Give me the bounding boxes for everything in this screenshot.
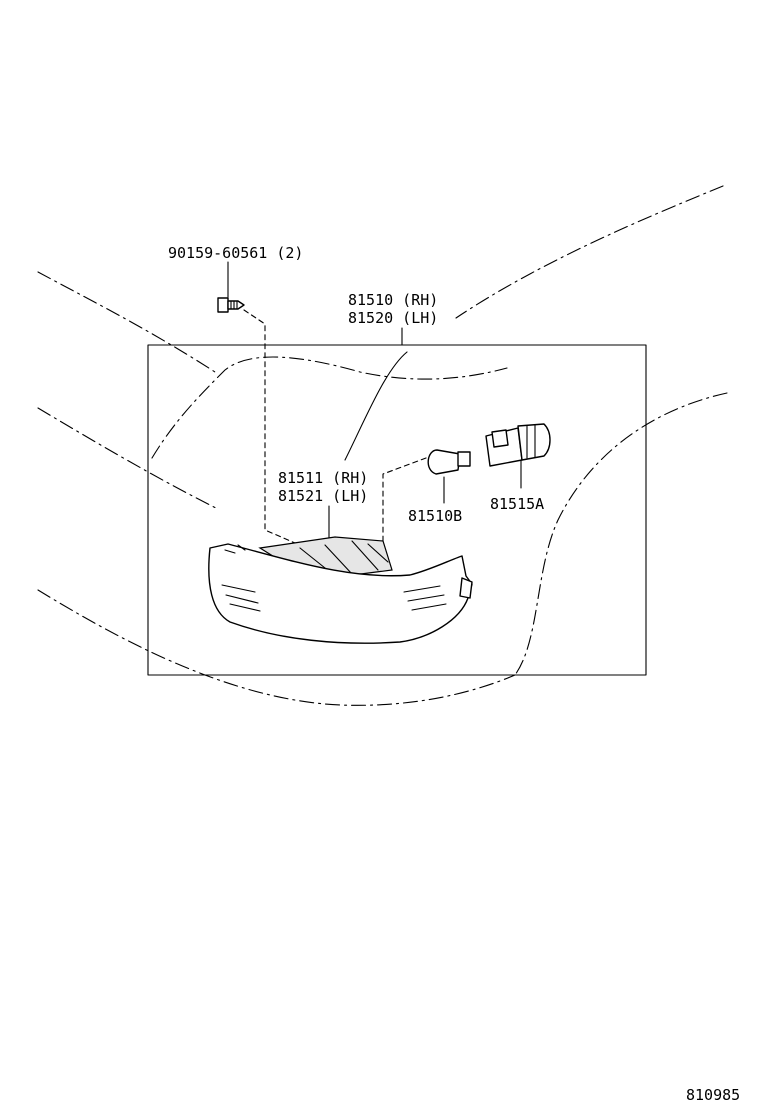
callout-bulb: 81510B [408,507,462,525]
lamp-lens-icon [208,536,473,644]
screw-icon [217,297,245,313]
callout-labels: 90159-60561 (2) 81510 (RH) 81520 (LH) 81… [168,244,740,1104]
callout-lens-lh: 81521 (LH) [278,487,368,505]
assembly-frame [147,344,647,676]
body-contour-lines [37,185,728,706]
callout-assy-rh: 81510 (RH) [348,291,438,309]
callout-assy-lh: 81520 (LH) [348,309,438,327]
leader-lines [227,261,522,539]
socket-icon [485,423,551,467]
figure-number: 810985 [686,1086,740,1104]
connector-lines [243,309,427,546]
callout-socket: 81515A [490,495,544,513]
bulb-icon [427,449,471,475]
callout-lens-rh: 81511 (RH) [278,469,368,487]
callout-screw: 90159-60561 (2) [168,244,303,262]
